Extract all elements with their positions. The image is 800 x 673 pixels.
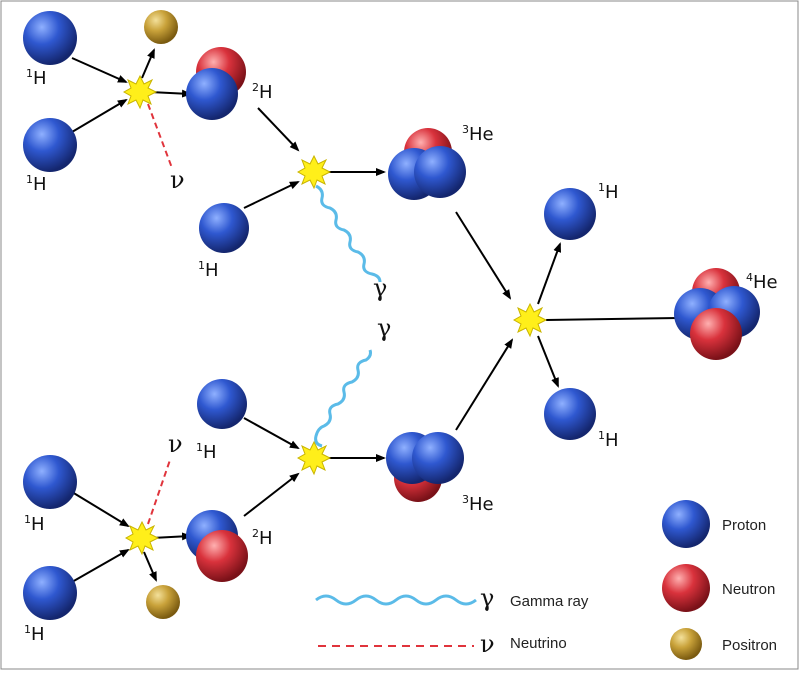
collision-flash bbox=[296, 440, 332, 476]
collision-flash bbox=[296, 154, 332, 190]
proton bbox=[23, 118, 77, 172]
legend-gamma-label: Gamma ray bbox=[510, 593, 589, 610]
arrow bbox=[257, 107, 300, 152]
arrow bbox=[141, 48, 155, 79]
gamma-symbol: γ bbox=[377, 314, 391, 342]
neutrino-line bbox=[147, 459, 171, 525]
arrow bbox=[537, 242, 562, 305]
arrow bbox=[545, 313, 687, 322]
legend-neutron-label: Neutron bbox=[722, 581, 775, 598]
label-3he: 3He bbox=[462, 493, 494, 515]
label-1h: 1H bbox=[26, 173, 47, 195]
label-1h: 1H bbox=[598, 429, 619, 451]
label-1h: 1H bbox=[24, 623, 45, 645]
collision-flash bbox=[512, 302, 548, 338]
gamma-ray-wave bbox=[315, 184, 382, 283]
label-1h: 1H bbox=[196, 441, 217, 463]
arrow bbox=[243, 181, 300, 209]
positron bbox=[144, 10, 178, 44]
arrow bbox=[537, 335, 559, 388]
reaction-he3-he3: 1H 1H 4He bbox=[455, 181, 778, 451]
legend-neutron-swatch bbox=[662, 564, 710, 612]
gamma-symbol: γ bbox=[373, 274, 387, 302]
arrow bbox=[143, 551, 157, 582]
arrow bbox=[71, 549, 130, 583]
proton bbox=[199, 203, 249, 253]
neutrino-symbol: ν bbox=[168, 430, 183, 458]
neutrino-line bbox=[147, 103, 173, 169]
neutrino-symbol: ν bbox=[170, 166, 185, 194]
proton bbox=[414, 146, 466, 198]
arrow bbox=[71, 491, 130, 528]
label-2h: 2H bbox=[252, 527, 273, 549]
label-3he: 3He bbox=[462, 123, 494, 145]
reaction-dp-top: γ 1H 3He bbox=[198, 107, 494, 302]
legend-proton-label: Proton bbox=[722, 517, 766, 534]
proton bbox=[412, 432, 464, 484]
neutron bbox=[690, 308, 742, 360]
legend-positron-swatch bbox=[670, 628, 702, 660]
label-1h: 1H bbox=[24, 513, 45, 535]
collision-flash bbox=[124, 520, 160, 556]
legend-neutrino-symbol: ν bbox=[480, 630, 495, 658]
arrow bbox=[243, 417, 300, 449]
positron bbox=[146, 585, 180, 619]
label-4he: 4He bbox=[746, 271, 778, 293]
legend-proton-swatch bbox=[662, 500, 710, 548]
label-1h: 1H bbox=[26, 67, 47, 89]
proton bbox=[23, 566, 77, 620]
legend-gamma-symbol: γ bbox=[480, 584, 494, 612]
arrow bbox=[455, 338, 514, 431]
collision-flash bbox=[122, 74, 158, 110]
gamma-ray-wave bbox=[314, 349, 372, 448]
arrow bbox=[71, 57, 128, 83]
legend-neutrino-label: Neutrino bbox=[510, 635, 567, 652]
proton bbox=[544, 188, 596, 240]
proton bbox=[23, 11, 77, 65]
legend-positron-label: Positron bbox=[722, 637, 777, 654]
legend: γ Gamma ray ν Neutrino Proton Neutron Po… bbox=[315, 500, 777, 660]
label-1h: 1H bbox=[598, 181, 619, 203]
label-1h: 1H bbox=[198, 259, 219, 281]
arrow bbox=[149, 89, 192, 98]
proton bbox=[544, 388, 596, 440]
proton bbox=[186, 68, 238, 120]
arrow bbox=[243, 472, 300, 517]
reaction-pp-top: ν 1H 1H 2H bbox=[23, 10, 273, 195]
legend-gamma-line bbox=[315, 594, 477, 606]
arrow bbox=[455, 211, 512, 300]
label-2h: 2H bbox=[252, 81, 273, 103]
proton bbox=[197, 379, 247, 429]
reaction-pp-bottom: ν 1H 1H 2H bbox=[23, 430, 273, 645]
neutron bbox=[196, 530, 248, 582]
arrow bbox=[71, 98, 128, 133]
proton bbox=[23, 455, 77, 509]
reaction-dp-bottom: γ 1H 3He bbox=[196, 314, 494, 517]
